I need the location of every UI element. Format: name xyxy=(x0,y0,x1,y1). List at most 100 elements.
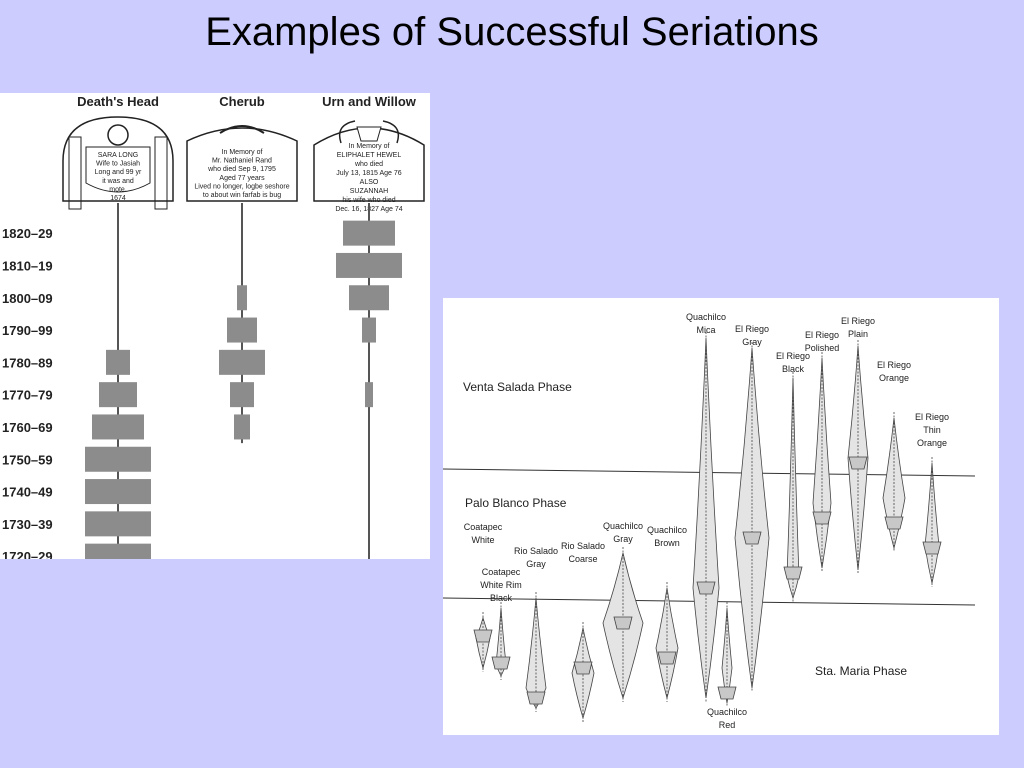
pottery-vessel-icon xyxy=(922,541,942,555)
ceramic-type-label: El Riego xyxy=(877,360,911,370)
cherub-wings-icon xyxy=(219,125,265,134)
ceramic-type-label: El Riego xyxy=(915,412,949,422)
frequency-bar-death xyxy=(85,543,151,569)
decade-label: 1750–59 xyxy=(2,452,53,467)
frequency-bar-urn xyxy=(343,220,395,246)
ceramic-type-label: Coarse xyxy=(568,554,597,564)
phase-label: Venta Salada Phase xyxy=(463,380,572,394)
pottery-vessel-icon xyxy=(526,691,546,705)
frequency-bar-cherub xyxy=(227,317,257,343)
decade-label: 1760–69 xyxy=(2,420,53,435)
frequency-bar-death xyxy=(99,382,137,408)
ceramic-type-label: Gray xyxy=(613,534,633,544)
inscription-death-line: SARA LONG xyxy=(98,152,138,159)
ceramic-type-label: Polished xyxy=(805,343,840,353)
frequency-bar-urn xyxy=(336,252,402,278)
pottery-vessel-icon xyxy=(573,661,593,675)
pottery-vessel-icon xyxy=(657,651,677,665)
pottery-vessel-icon xyxy=(848,456,868,470)
pottery-vessel-icon xyxy=(613,616,633,630)
pottery-vessel-icon xyxy=(742,531,762,545)
willow-branch-right-icon xyxy=(382,120,400,144)
frequency-bar-cherub xyxy=(230,382,254,408)
inscription-cherub-line: Lived no longer, logbe seshore xyxy=(194,183,289,190)
ceramic-type-label: Orange xyxy=(879,373,909,383)
decade-label: 1800–09 xyxy=(2,291,53,306)
ceramic-type-label: Quachilco xyxy=(707,707,747,717)
ceramic-type-label: Thin xyxy=(923,425,941,435)
inscription-death-line: Wife to Jasiah xyxy=(96,161,140,168)
ceramic-type-label: El Riego xyxy=(776,351,810,361)
decade-label: 1820–29 xyxy=(2,226,53,241)
pottery-vessel-icon xyxy=(884,516,904,530)
inscription-urn-line: In Memory of xyxy=(349,143,390,150)
ceramic-type-label: Rio Salado xyxy=(561,541,605,551)
inscription-death-line: it was and xyxy=(102,178,134,185)
frequency-bar-death xyxy=(92,414,144,440)
ceramic-type-label: White xyxy=(471,535,494,545)
inscription-urn-line: ALSO xyxy=(360,179,379,186)
inscription-cherub-line: to about win farfab is bug xyxy=(203,192,281,199)
ceramic-type-label: Red xyxy=(719,720,736,730)
willow-branch-left-icon xyxy=(338,120,356,144)
gravestone-side-panel-right xyxy=(154,136,168,210)
inscription-death-line: Long and 99 yr xyxy=(95,169,142,176)
frequency-bar-death xyxy=(85,479,151,505)
column-header-urn: Urn and Willow xyxy=(322,94,417,109)
frequency-spindle xyxy=(812,357,832,569)
column-header-cherub: Cherub xyxy=(219,94,265,109)
decade-label: 1790–99 xyxy=(2,323,53,338)
inscription-death-line: 1674 xyxy=(110,195,126,202)
ceramic-type-label: El Riego xyxy=(735,324,769,334)
ceramic-type-label: Coatapec xyxy=(464,522,503,532)
ceramic-type-label: Black xyxy=(490,593,513,603)
decade-label: 1740–49 xyxy=(2,485,53,500)
inscription-urn-line: who died xyxy=(354,161,383,168)
ceramic-type-label: Quachilco xyxy=(686,312,726,322)
column-header-death: Death's Head xyxy=(77,94,159,109)
ceramic-type-label: El Riego xyxy=(805,330,839,340)
frequency-spindle xyxy=(475,616,491,670)
frequency-bar-death xyxy=(106,349,130,375)
frequency-bar-urn xyxy=(362,317,376,343)
pottery-vessel-icon xyxy=(717,686,737,700)
death-head-heart-panel xyxy=(85,146,151,193)
inscription-urn-line: SUZANNAH xyxy=(350,188,389,195)
frequency-bar-urn xyxy=(349,285,389,311)
ceramic-type-label: Black xyxy=(782,364,805,374)
frequency-bar-urn xyxy=(365,382,373,408)
pottery-vessel-icon xyxy=(491,656,511,670)
gravestone-side-panel-left xyxy=(68,136,82,210)
pottery-vessel-icon xyxy=(473,629,493,643)
decade-label: 1720–29 xyxy=(2,549,53,559)
inscription-cherub-line: Aged 77 years xyxy=(219,175,265,182)
frequency-bar-cherub xyxy=(237,285,247,311)
decade-label: 1730–39 xyxy=(2,517,53,532)
slide-title: Examples of Successful Seriations xyxy=(205,10,819,54)
frequency-bar-death xyxy=(85,446,151,472)
inscription-cherub-line: who died Sep 9, 1795 xyxy=(207,166,276,173)
inscription-urn-line: July 13, 1815 Age 76 xyxy=(336,170,401,177)
decade-label: 1810–19 xyxy=(2,258,53,273)
inscription-cherub-line: Mr. Nathaniel Rand xyxy=(212,158,272,165)
ceramic-type-label: Rio Salado xyxy=(514,546,558,556)
frequency-bar-cherub xyxy=(234,414,250,440)
ceramic-type-label: Plain xyxy=(848,329,868,339)
phase-label: Sta. Maria Phase xyxy=(815,664,907,678)
ceramic-type-label: El Riego xyxy=(841,316,875,326)
ceramic-type-label: White Rim xyxy=(480,580,522,590)
gravestone-cherub-outline xyxy=(186,127,298,202)
pottery-vessel-icon xyxy=(696,581,716,595)
ceramic-type-label: Quachilco xyxy=(603,521,643,531)
decade-label: 1780–89 xyxy=(2,355,53,370)
ceramic-type-label: Coatapec xyxy=(482,567,521,577)
ceramic-type-label: Brown xyxy=(654,538,680,548)
urn-icon xyxy=(356,126,382,142)
death-head-skull-icon xyxy=(107,124,129,146)
ceramic-type-label: Quachilco xyxy=(647,525,687,535)
frequency-bar-death xyxy=(85,511,151,537)
